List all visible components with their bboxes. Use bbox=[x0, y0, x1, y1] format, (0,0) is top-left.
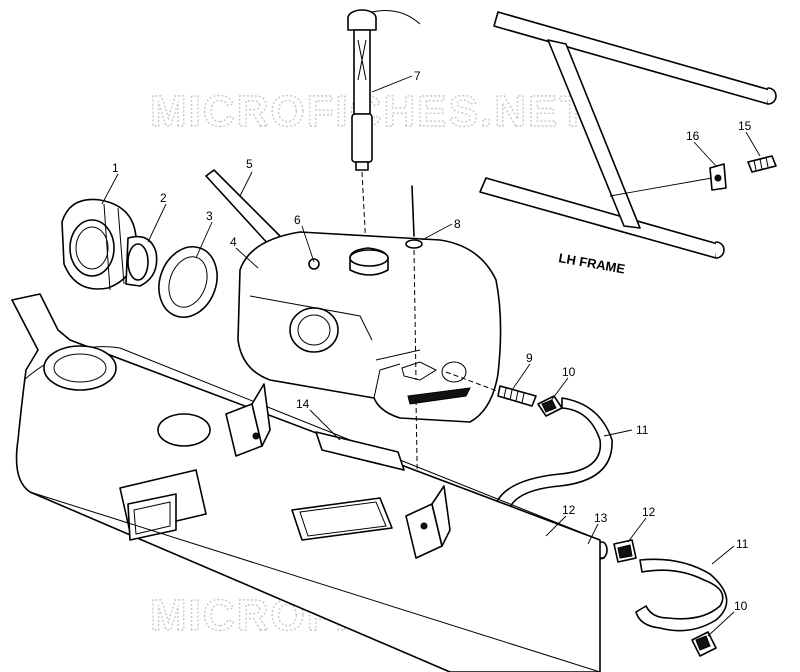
pad-14 bbox=[315, 431, 405, 471]
callout-3: 3 bbox=[206, 209, 213, 223]
bolt-15 bbox=[747, 155, 777, 173]
leader-lines bbox=[101, 75, 761, 637]
clamp-10-bottom bbox=[691, 631, 717, 657]
callout-15: 15 bbox=[738, 119, 752, 133]
callout-4: 4 bbox=[230, 235, 237, 249]
vent-hose-5 bbox=[205, 169, 281, 247]
fuel-hose-11-lower bbox=[635, 558, 728, 632]
callout-9: 9 bbox=[526, 351, 533, 365]
callout-13: 13 bbox=[594, 511, 608, 525]
lh-frame-label: LH FRAME bbox=[557, 250, 626, 276]
chassis-frame bbox=[11, 293, 601, 672]
callout-8: 8 bbox=[454, 217, 461, 231]
fuel-tank-4 bbox=[237, 231, 502, 423]
callout-16: 16 bbox=[686, 129, 700, 143]
petcock-9 bbox=[445, 371, 537, 407]
callout-11-lower: 11 bbox=[736, 537, 749, 551]
clamp-10-top bbox=[537, 395, 563, 417]
callout-7: 7 bbox=[414, 69, 421, 83]
callout-labels: 1 2 3 4 5 6 7 8 9 10 11 12 13 14 15 16 1… bbox=[112, 69, 752, 613]
lh-frame bbox=[479, 11, 777, 259]
clamp-12-right bbox=[613, 539, 637, 563]
gasket-3 bbox=[158, 246, 218, 318]
callout-10: 10 bbox=[562, 365, 576, 379]
callout-12-right: 12 bbox=[642, 505, 656, 519]
callout-12: 12 bbox=[562, 503, 576, 517]
mount-bracket-left bbox=[225, 383, 271, 457]
callout-5: 5 bbox=[246, 157, 253, 171]
fuel-cap-1 bbox=[61, 198, 138, 291]
filler-neck-2 bbox=[125, 235, 158, 287]
callout-14: 14 bbox=[296, 397, 310, 411]
callout-11: 11 bbox=[636, 423, 649, 437]
bracket-16 bbox=[709, 163, 727, 191]
mount-bracket-right bbox=[405, 485, 451, 559]
callout-10-bottom: 10 bbox=[734, 599, 748, 613]
callout-2: 2 bbox=[160, 191, 167, 205]
fuel-gauge-7 bbox=[347, 9, 421, 249]
callout-6: 6 bbox=[294, 213, 301, 227]
callout-1: 1 bbox=[112, 161, 119, 175]
